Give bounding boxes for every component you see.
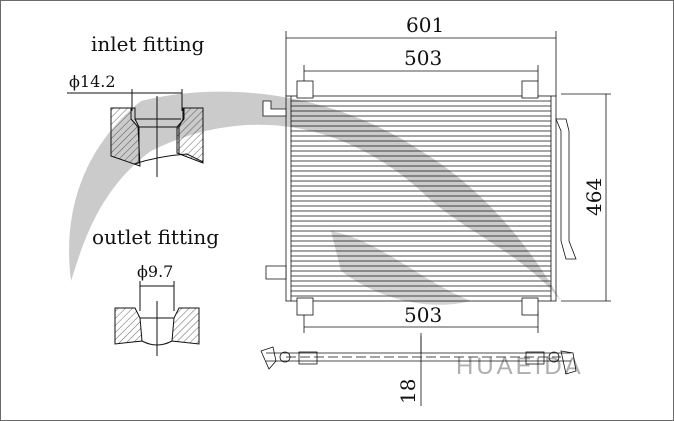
watermark-swoosh-lower [331, 231, 471, 305]
watermark-text: HUAEIDA [456, 353, 584, 380]
core-width-top-label: 503 [404, 46, 442, 70]
outlet-fitting-section [114, 281, 200, 356]
overall-width-label: 601 [406, 13, 444, 37]
inlet-fitting-title: inlet fitting [91, 32, 205, 56]
inlet-diameter-label: ϕ14.2 [69, 72, 116, 91]
inlet-fitting-section [67, 89, 204, 177]
outlet-fitting-title: outlet fitting [92, 225, 219, 249]
condenser-core [285, 95, 557, 302]
inlet-pipe [262, 100, 577, 280]
outlet-diameter-label: ϕ9.7 [137, 262, 173, 281]
height-label: 464 [582, 178, 606, 216]
core-width-bottom-label: 503 [404, 303, 442, 327]
thickness-label: 18 [396, 379, 420, 404]
condenser-side-view [260, 336, 577, 375]
dimension-lines [285, 31, 611, 406]
mounting-brackets [296, 80, 539, 316]
